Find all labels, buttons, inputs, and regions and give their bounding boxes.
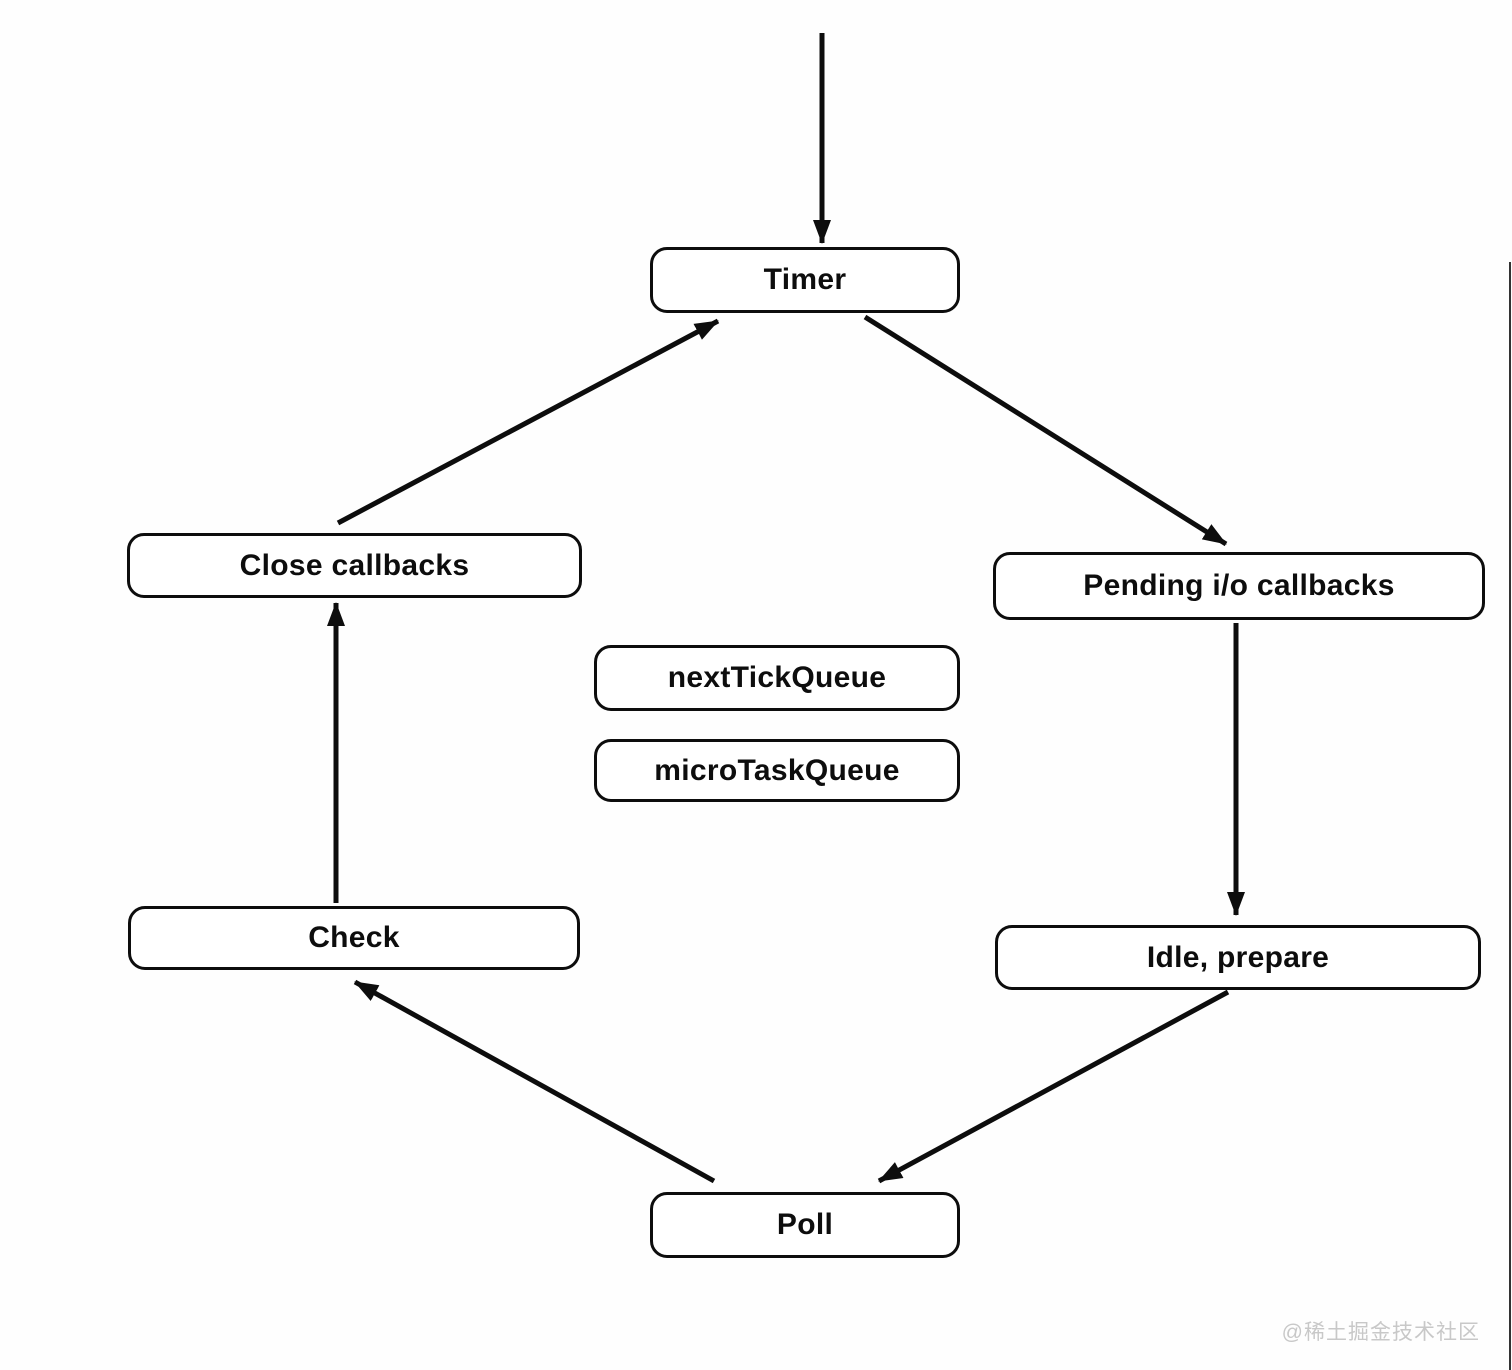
node-poll: Poll <box>650 1192 960 1258</box>
arrow-idle_prepare-to-poll <box>877 989 1230 1184</box>
arrow-timer-to-pending_io <box>863 314 1228 547</box>
node-close-callbacks: Close callbacks <box>127 533 582 598</box>
screenshot-edge-line <box>1509 262 1511 1370</box>
watermark: @稀土掘金技术社区 <box>1281 1321 1480 1344</box>
node-idle-prepare: Idle, prepare <box>995 925 1481 990</box>
arrow-close_callbacks-to-timer <box>336 318 720 526</box>
node-micro-task-queue: microTaskQueue <box>594 739 960 802</box>
node-timer: Timer <box>650 247 960 313</box>
node-next-tick-queue: nextTickQueue <box>594 645 960 711</box>
node-check: Check <box>128 906 580 970</box>
arrow-poll-to-check <box>353 979 716 1184</box>
node-pending-io-callbacks: Pending i/o callbacks <box>993 552 1485 620</box>
